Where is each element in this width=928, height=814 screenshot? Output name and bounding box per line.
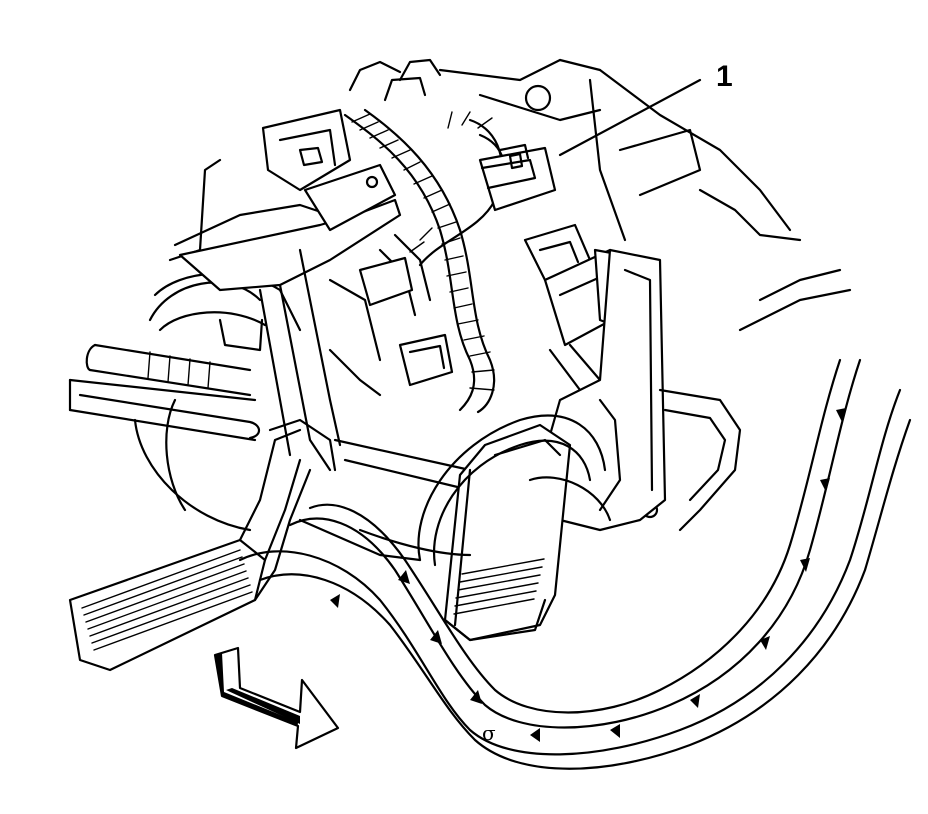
callout-label: 1 xyxy=(716,60,733,93)
pedal-bracket xyxy=(178,108,562,502)
steering-column-area xyxy=(68,158,362,532)
callout-1: 1 xyxy=(558,60,733,157)
floor-opening xyxy=(298,414,612,567)
brake-pedal xyxy=(68,418,337,672)
dash-support-bracket xyxy=(438,58,802,242)
electrical-connector xyxy=(478,143,557,212)
floor-pan-edge xyxy=(238,268,912,770)
arrow-forward-icon xyxy=(213,646,340,750)
floor-symbol: σ xyxy=(482,721,496,745)
